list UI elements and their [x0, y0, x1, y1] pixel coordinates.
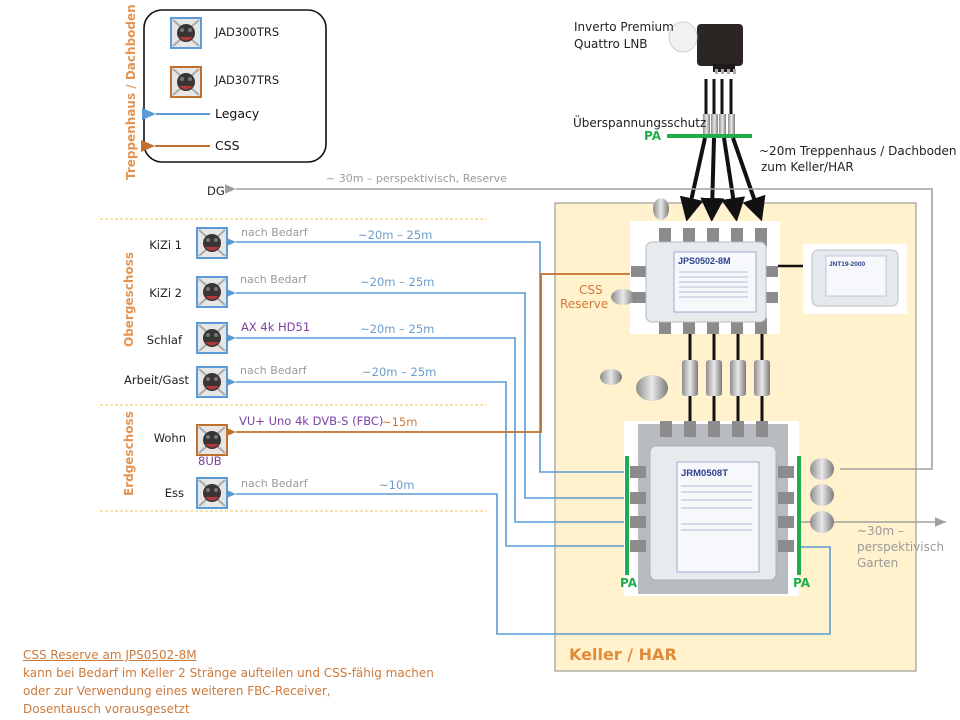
surge-label: Überspannungsschutz — [573, 116, 707, 130]
dg-note: ~ 30m – perspektivisch, Reserve — [326, 172, 507, 185]
room-distance: ~15m — [382, 415, 418, 429]
room-note: nach Bedarf — [240, 273, 307, 286]
legend-label-jad300trs: JAD300TRS — [215, 25, 280, 39]
garden-label-line1: ~30m – — [857, 524, 904, 538]
room-distance: ~20m – 25m — [360, 322, 435, 336]
pa-label-left: PA — [620, 576, 637, 590]
terminator-icons — [810, 458, 834, 533]
cable-kizi1 — [224, 237, 630, 473]
wall-socket-icon — [196, 322, 228, 354]
basement-label: Keller / HAR — [569, 645, 677, 664]
room-distance: ~20m – 25m — [362, 365, 437, 379]
trunk-cables — [679, 137, 766, 222]
f-connector-icon — [600, 369, 622, 385]
note-line: oder zur Verwendung eines weiteren FBC-R… — [23, 684, 331, 698]
lnb-icon — [668, 21, 743, 74]
pa-label-right: PA — [793, 576, 810, 590]
wall-socket-icon — [196, 366, 228, 398]
css-reserve-note: CSS Reserve am JPS0502-8M kann bei Bedar… — [23, 646, 434, 718]
legend-socket-jad300trs-icon — [170, 17, 202, 49]
legend-socket-jad307trs-icon — [170, 66, 202, 98]
angle-adapter-icon — [636, 375, 668, 401]
room-note: AX 4k HD51 — [241, 320, 311, 334]
lnb-cables — [704, 79, 733, 115]
legend-label-css: CSS — [215, 138, 240, 153]
f-connector-icon — [653, 198, 669, 220]
room-note: VU+ Uno 4k DVB-S (FBC) — [239, 414, 384, 428]
note-line: kann bei Bedarf im Keller 2 Stränge auft… — [23, 666, 434, 680]
floor-label-ground: Erdgeschoss — [122, 411, 136, 496]
room-label: KiZi 2 — [149, 286, 182, 300]
room-distance: ~20m – 25m — [358, 228, 433, 242]
dg-reserve-line — [224, 184, 933, 470]
jps-model-label: JPS0502-8M — [678, 256, 731, 266]
trunk-label-line2: zum Keller/HAR — [761, 160, 854, 174]
room-note: nach Bedarf — [241, 226, 308, 239]
f-connector-icon — [611, 289, 635, 305]
room-label: KiZi 1 — [149, 238, 182, 252]
lnb-label-line2: Quattro LNB — [574, 37, 648, 51]
room-distance: ~10m — [379, 478, 415, 492]
wall-socket-icon — [196, 227, 228, 259]
cable-arbeit — [224, 377, 630, 547]
cable-schlaf — [224, 333, 630, 523]
note-line: Dosentausch vorausgesetzt — [23, 702, 190, 716]
note-title: CSS Reserve am JPS0502-8M — [23, 648, 197, 662]
wall-socket-icon — [196, 276, 228, 308]
room-label: Wohn — [153, 431, 186, 445]
room-label-dg: DG — [207, 184, 225, 198]
garden-label-line3: Garten — [857, 556, 899, 570]
jnt-model-label: JNT19-2000 — [829, 261, 866, 268]
room-label: Arbeit/Gast — [123, 373, 189, 387]
wall-socket-icon — [196, 477, 228, 509]
room-note: nach Bedarf — [241, 477, 308, 490]
room-label: Schlaf — [146, 333, 182, 347]
jnt19-power-supply: JNT19-2000 — [803, 244, 907, 314]
room-label: Ess — [164, 486, 184, 500]
garden-label-line2: perspektivisch — [857, 540, 945, 554]
jrm-model-label: JRM0508T — [681, 468, 728, 479]
floor-label-top: Treppenhaus / Dachboden — [124, 4, 138, 180]
socket-8ub-label: 8UB — [198, 454, 222, 468]
cable-ess — [224, 489, 831, 635]
pa-label-top: PA — [644, 129, 661, 143]
wall-socket-icon — [196, 424, 228, 456]
surge-protector-icons — [703, 114, 735, 134]
trunk-label-line1: ~20m Treppenhaus / Dachboden — [759, 144, 957, 158]
cable-wohn-css — [223, 273, 640, 438]
lnb-label-line1: Inverto Premium — [574, 20, 674, 34]
css-reserve-label-line1: CSS — [579, 283, 603, 297]
room-note: nach Bedarf — [240, 364, 307, 377]
cable-kizi2 — [224, 288, 630, 499]
jrm0508t-device: JRM0508T — [624, 421, 799, 596]
room-distance: ~20m – 25m — [360, 275, 435, 289]
coupler-icons — [682, 360, 770, 396]
legend-label-legacy: Legacy — [215, 106, 260, 121]
jps0502-device: JPS0502-8M — [630, 221, 780, 334]
css-reserve-label-line2: Reserve — [560, 297, 609, 311]
legend-label-jad307trs: JAD307TRS — [215, 73, 280, 87]
